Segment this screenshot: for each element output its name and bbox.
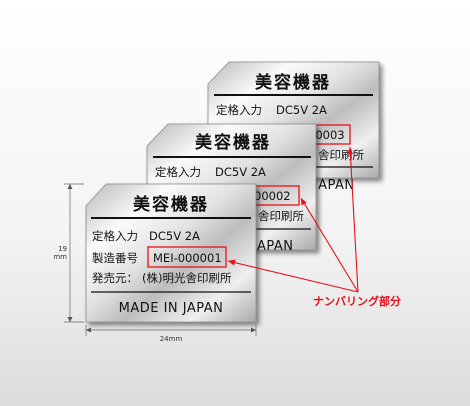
plate-1-rating-value: DC5V 2A	[149, 229, 200, 243]
plate-1-rating-label: 定格入力	[92, 229, 138, 243]
plate-1-made-in: MADE IN JAPAN	[119, 301, 224, 316]
plate-1-serial-box	[147, 246, 227, 268]
plate-3-rating-value: DC5V 2A	[276, 103, 327, 117]
plate-2-title: 美容機器	[195, 132, 271, 153]
height-dimension: 19 mm	[53, 183, 84, 323]
plate-1-title: 美容機器	[133, 194, 209, 215]
plate-3-rating-label: 定格入力	[216, 103, 262, 117]
plate-1-serial-number: MEI-000001	[153, 251, 222, 265]
height-value: 19	[58, 245, 67, 253]
plate-1-maker-label: 発売元：	[92, 271, 138, 285]
plate-1-serial-label: 製造番号	[92, 251, 138, 265]
width-dimension: 24mm	[85, 325, 257, 343]
plate-1-maker-value: (株)明光舎印刷所	[142, 271, 232, 285]
plate-2-maker: 舎印刷所	[258, 209, 304, 223]
numbering-callout-label: ナンバリング部分	[313, 294, 401, 308]
plate-3-maker: 舎印刷所	[318, 148, 364, 162]
label-plate-1: 美容機器 定格入力 DC5V 2A 製造番号 MEI-000001 発売元： (…	[85, 183, 257, 323]
plate-3-serial-number: 00003	[308, 128, 345, 142]
plate-2-serial-number: 00002	[254, 189, 291, 203]
plate-3-title: 美容機器	[255, 72, 331, 93]
plate-2-rating-label: 定格入力	[155, 165, 201, 179]
height-unit: mm	[53, 253, 67, 261]
numbering-callout: ナンバリング部分	[227, 146, 401, 308]
plate-2-made-in: APAN	[257, 239, 294, 254]
plate-2-rating-value: DC5V 2A	[215, 165, 266, 179]
plate-3-made-in: JAPAN	[313, 178, 355, 193]
width-value: 24mm	[160, 335, 183, 343]
